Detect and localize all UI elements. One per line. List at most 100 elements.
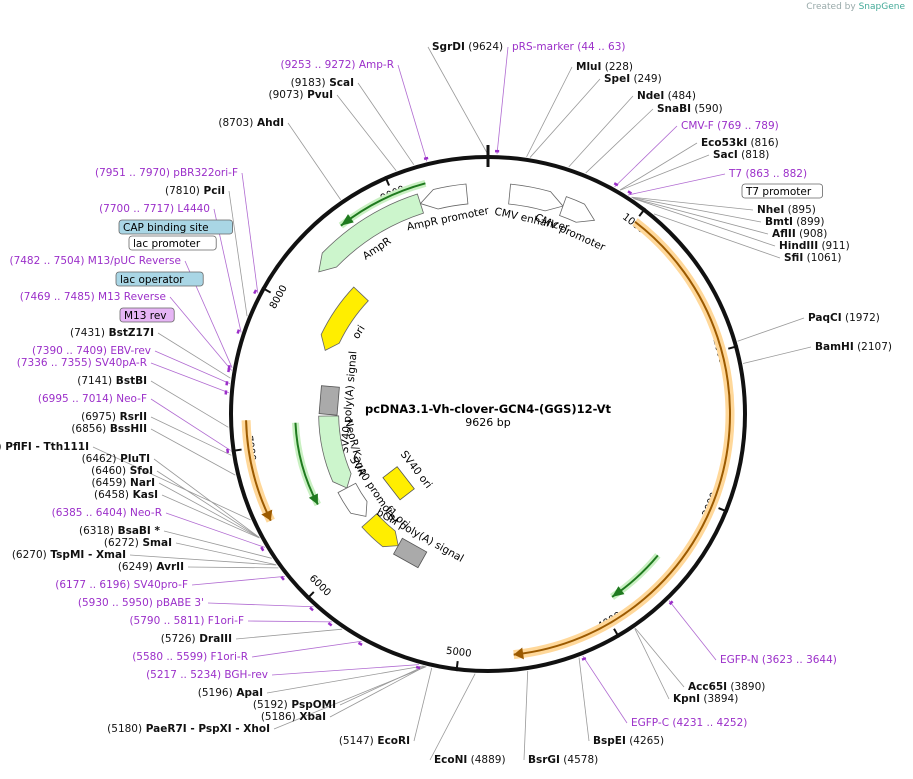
site-econi[interactable]: EcoNI (4889) <box>434 754 506 766</box>
site-label: (6460) SfoI <box>91 465 153 477</box>
site-pluti[interactable]: (6462) PluTI <box>82 453 150 465</box>
site-pflfi[interactable]: (6577) PflFI - Tth111I <box>0 441 89 453</box>
site-sfoi[interactable]: (6460) SfoI <box>91 465 153 477</box>
site-kpni[interactable]: KpnI (3894) <box>673 693 738 705</box>
site-pbabe3[interactable]: (5930 .. 5950) pBABE 3' <box>78 597 204 609</box>
site-f1ori-f[interactable]: (5790 .. 5811) F1ori-F <box>129 615 244 627</box>
site-name: AhdI <box>253 117 284 129</box>
site-m13-puc-rev[interactable]: (7482 .. 7504) M13/pUC Reverse <box>9 255 181 267</box>
site-label: EGFP-C (4231 .. 4252) <box>631 717 747 729</box>
leader-line <box>153 458 260 538</box>
site-label: (7431) BstZ17I <box>70 327 154 339</box>
site-kasi[interactable]: (6458) KasI <box>94 489 158 501</box>
leader-line <box>150 428 236 476</box>
site-t7[interactable]: T7 (863 .. 882) <box>728 168 807 180</box>
site-aflii[interactable]: AflII (908) <box>772 228 827 240</box>
site-paqci[interactable]: PaqCI (1972) <box>808 312 880 324</box>
site-rsrii[interactable]: (6975) RsrII <box>81 411 147 423</box>
snapgene-credit: Created by SnapGene <box>806 2 905 12</box>
site-bspei[interactable]: BspEI (4265) <box>593 735 664 747</box>
site-label: EGFP-N (3623 .. 3644) <box>720 654 837 666</box>
site-draiii[interactable]: (5726) DraIII <box>161 633 232 645</box>
site-smai[interactable]: (6272) SmaI <box>104 537 172 549</box>
site-nari[interactable]: (6459) NarI <box>91 477 155 489</box>
site-rs-marker[interactable]: pRS-marker (44 .. 63) <box>512 41 626 53</box>
site-ebv-rev[interactable]: (7390 .. 7409) EBV-rev <box>32 345 151 357</box>
site-pos: (3623 .. 3644) <box>759 654 837 666</box>
site-label: (6462) PluTI <box>82 453 150 465</box>
site-bsabi[interactable]: (6318) BsaBI * <box>79 525 160 537</box>
site-bmti[interactable]: BmtI (899) <box>765 216 824 228</box>
site-pspomi[interactable]: (5192) PspOMI <box>253 699 336 711</box>
site-sgrdi[interactable]: SgrDI (9624) <box>432 41 503 53</box>
site-name: pRS-marker <box>512 41 575 53</box>
plasmid-size: 9626 bp <box>465 416 510 429</box>
site-mlui[interactable]: MluI (228) <box>576 61 633 73</box>
tick-label: 8000 <box>268 283 290 311</box>
site-name: MluI <box>576 61 601 73</box>
site-name: DraIII <box>196 633 232 645</box>
site-acc65i[interactable]: Acc65I (3890) <box>688 681 765 693</box>
leader-line <box>614 125 678 188</box>
site-sv40pa-r[interactable]: (7336 .. 7355) SV40pA-R <box>17 357 147 369</box>
site-egfp-n[interactable]: EGFP-N (3623 .. 3644) <box>720 654 837 666</box>
site-bgh-rev[interactable]: (5217 .. 5234) BGH-rev <box>146 669 268 681</box>
site-bamhi[interactable]: BamHI (2107) <box>815 341 892 353</box>
site-pbr322ori-f[interactable]: (7951 .. 7970) pBR322ori-F <box>95 167 238 179</box>
site-m13-rev[interactable]: (7469 .. 7485) M13 Reverse <box>20 291 166 303</box>
site-l4440[interactable]: (7700 .. 7717) L4440 <box>99 203 210 215</box>
tick-mark <box>231 448 242 452</box>
site-f1ori-r[interactable]: (5580 .. 5599) F1ori-R <box>132 651 248 663</box>
site-pvui[interactable]: (9073) PvuI <box>269 89 334 101</box>
site-name: F1ori-F <box>204 615 244 627</box>
leader-line <box>157 332 231 379</box>
site-nhei[interactable]: NheI (895) <box>757 204 816 216</box>
snapgene-logo: SnapGene <box>858 2 905 12</box>
site-name: HindIII <box>779 240 818 252</box>
feature-neor-kanr <box>318 415 352 489</box>
site-ecori[interactable]: (5147) EcoRI <box>339 735 410 747</box>
site-sv40pro-f[interactable]: (6177 .. 6196) SV40pro-F <box>55 579 188 591</box>
site-cmv-f[interactable]: CMV-F (769 .. 789) <box>681 120 779 132</box>
site-saci[interactable]: SacI (818) <box>713 149 769 161</box>
orf-line <box>245 420 272 522</box>
tick-mark <box>613 628 620 638</box>
site-tspmi[interactable]: (6270) TspMI - XmaI <box>12 549 126 561</box>
site-apai[interactable]: (5196) ApaI <box>198 687 263 699</box>
site-ahdi[interactable]: (8703) AhdI <box>218 117 284 129</box>
site-sfii[interactable]: SfiI (1061) <box>784 252 842 264</box>
site-name: L4440 <box>174 203 210 215</box>
leader-line <box>150 416 232 456</box>
leader-line <box>191 575 285 586</box>
tag-box <box>119 307 175 323</box>
tag-box <box>128 235 217 251</box>
site-neo-f[interactable]: (6995 .. 7014) Neo-F <box>38 393 147 405</box>
primer-mark <box>581 656 587 661</box>
site-eco53ki[interactable]: Eco53kI (816) <box>701 137 779 149</box>
site-neo-r[interactable]: (6385 .. 6404) Neo-R <box>52 507 162 519</box>
site-egfp-c[interactable]: EGFP-C (4231 .. 4252) <box>631 717 747 729</box>
site-amp-r[interactable]: (9253 .. 9272) Amp-R <box>281 59 395 71</box>
leader-line <box>585 108 654 174</box>
site-xbai[interactable]: (5186) XbaI <box>261 711 326 723</box>
site-hindiii[interactable]: HindIII (911) <box>779 240 850 252</box>
site-spei[interactable]: SpeI (249) <box>604 73 662 85</box>
leader-line <box>631 196 754 211</box>
leader-line <box>631 197 762 223</box>
site-bsrgi[interactable]: BsrGI (4578) <box>528 754 598 766</box>
tag-m13-rev: M13 rev <box>119 307 175 323</box>
site-bsshii[interactable]: (6856) BssHII <box>71 423 147 435</box>
site-name: Acc65I <box>688 681 727 693</box>
site-snabi[interactable]: SnaBI (590) <box>657 103 723 115</box>
site-scai[interactable]: (9183) ScaI <box>291 77 354 89</box>
site-bstbi[interactable]: (7141) BstBI <box>77 375 147 387</box>
site-pos: (6270) <box>12 549 47 561</box>
site-avrii[interactable]: (6249) AvrII <box>118 561 184 573</box>
site-pos: (5180) <box>107 723 142 735</box>
site-pcii[interactable]: (7810) PciI <box>165 185 225 197</box>
site-paer7i[interactable]: (5180) PaeR7I - PspXI - XhoI <box>107 723 270 735</box>
site-bstz17i[interactable]: (7431) BstZ17I <box>70 327 154 339</box>
site-ndei[interactable]: NdeI (484) <box>637 90 696 102</box>
site-pos: (6272) <box>104 537 139 549</box>
site-pos: (899) <box>793 216 825 228</box>
